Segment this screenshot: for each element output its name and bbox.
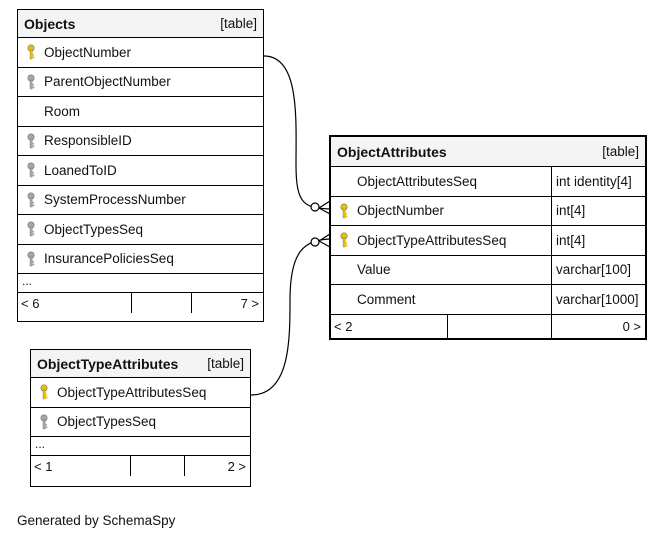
column-name: ObjectTypeAttributesSeq: [57, 384, 207, 400]
table-kind: [table]: [207, 356, 244, 371]
column-row[interactable]: ParentObjectNumber: [18, 68, 263, 97]
foreign-key-icon: [18, 156, 44, 185]
column-name: Comment: [357, 291, 416, 307]
footer-spacer: [131, 456, 185, 476]
column-row[interactable]: ObjectNumber: [18, 38, 263, 68]
primary-key-icon: [331, 226, 357, 255]
no-key-icon: [331, 285, 357, 314]
table-footer: < 1 2 >: [31, 456, 250, 476]
child-count[interactable]: 7 >: [240, 295, 259, 311]
table-footer: < 6 7 >: [18, 293, 263, 313]
column-row[interactable]: ObjectNumber int[4]: [331, 196, 645, 226]
table-name: Objects: [24, 15, 76, 32]
table-name: ObjectAttributes: [337, 143, 447, 160]
no-key-icon: [18, 97, 44, 126]
parent-count[interactable]: < 1: [31, 456, 131, 476]
table-objecttypeattributes[interactable]: ObjectTypeAttributes [table] ObjectTypeA…: [30, 349, 251, 487]
crows-foot-marker: [310, 233, 331, 248]
column-row[interactable]: Room: [18, 97, 263, 127]
no-key-icon: [331, 256, 357, 285]
more-columns: ...: [31, 437, 250, 456]
table-header[interactable]: Objects [table]: [18, 10, 263, 38]
column-row[interactable]: ObjectTypesSeq: [31, 408, 250, 437]
primary-key-icon: [18, 38, 44, 67]
column-row[interactable]: LoanedToID: [18, 156, 263, 186]
crows-foot-marker: [310, 200, 331, 215]
more-columns: ...: [18, 274, 263, 293]
column-row[interactable]: SystemProcessNumber: [18, 186, 263, 215]
column-type: int[4]: [551, 196, 645, 225]
column-name: ParentObjectNumber: [44, 74, 171, 90]
column-name: Room: [44, 103, 81, 119]
column-name: ObjectNumber: [44, 44, 132, 60]
link-objects-to-objectattributes: [263, 55, 331, 210]
column-row[interactable]: ObjectTypesSeq: [18, 215, 263, 245]
link-objecttypeattributes-to-objectattributes: [250, 238, 331, 396]
table-objectattributes[interactable]: ObjectAttributes [table] ObjectAttribute…: [329, 135, 647, 340]
column-row[interactable]: ObjectTypeAttributesSeq: [31, 378, 250, 408]
foreign-key-icon: [18, 127, 44, 156]
column-name: ObjectTypesSeq: [44, 221, 144, 237]
column-row[interactable]: ObjectAttributesSeq int identity[4]: [331, 167, 645, 197]
foreign-key-icon: [18, 245, 44, 274]
column-name: ObjectAttributesSeq: [357, 173, 478, 189]
column-row[interactable]: InsurancePoliciesSeq: [18, 245, 263, 274]
table-kind: [table]: [220, 16, 257, 31]
child-count[interactable]: 2 >: [227, 458, 246, 474]
table-footer: < 2 0 >: [331, 314, 645, 339]
column-name: Value: [357, 262, 391, 278]
column-type: int identity[4]: [551, 167, 645, 196]
footer-spacer: [448, 314, 552, 339]
column-name: ObjectTypeAttributesSeq: [357, 232, 507, 248]
primary-key-icon: [331, 197, 357, 226]
child-count[interactable]: 0 >: [622, 319, 641, 334]
foreign-key-icon: [18, 68, 44, 97]
parent-count[interactable]: < 2: [331, 314, 448, 339]
table-kind: [table]: [602, 144, 639, 159]
table-header[interactable]: ObjectTypeAttributes [table]: [31, 350, 250, 378]
no-key-icon: [331, 167, 357, 196]
column-row[interactable]: Comment varchar[1000]: [331, 285, 645, 315]
column-type: int[4]: [551, 226, 645, 255]
column-type: varchar[1000]: [551, 285, 645, 314]
column-row[interactable]: ObjectTypeAttributesSeq int[4]: [331, 226, 645, 256]
foreign-key-icon: [18, 215, 44, 244]
credit-text: Generated by SchemaSpy: [17, 513, 176, 528]
column-name: ObjectTypesSeq: [57, 414, 157, 430]
column-name: ResponsibleID: [44, 133, 132, 149]
footer-spacer: [132, 293, 192, 313]
column-name: LoanedToID: [44, 162, 117, 178]
column-row[interactable]: ResponsibleID: [18, 127, 263, 156]
table-name: ObjectTypeAttributes: [37, 355, 179, 372]
parent-count[interactable]: < 6: [18, 293, 132, 313]
column-type: varchar[100]: [551, 255, 645, 284]
column-name: SystemProcessNumber: [44, 192, 186, 208]
column-name: ObjectNumber: [357, 203, 445, 219]
foreign-key-icon: [18, 186, 44, 215]
column-row[interactable]: Value varchar[100]: [331, 255, 645, 285]
column-name: InsurancePoliciesSeq: [44, 251, 174, 267]
table-header[interactable]: ObjectAttributes [table]: [331, 137, 645, 167]
foreign-key-icon: [31, 408, 57, 437]
primary-key-icon: [31, 378, 57, 407]
